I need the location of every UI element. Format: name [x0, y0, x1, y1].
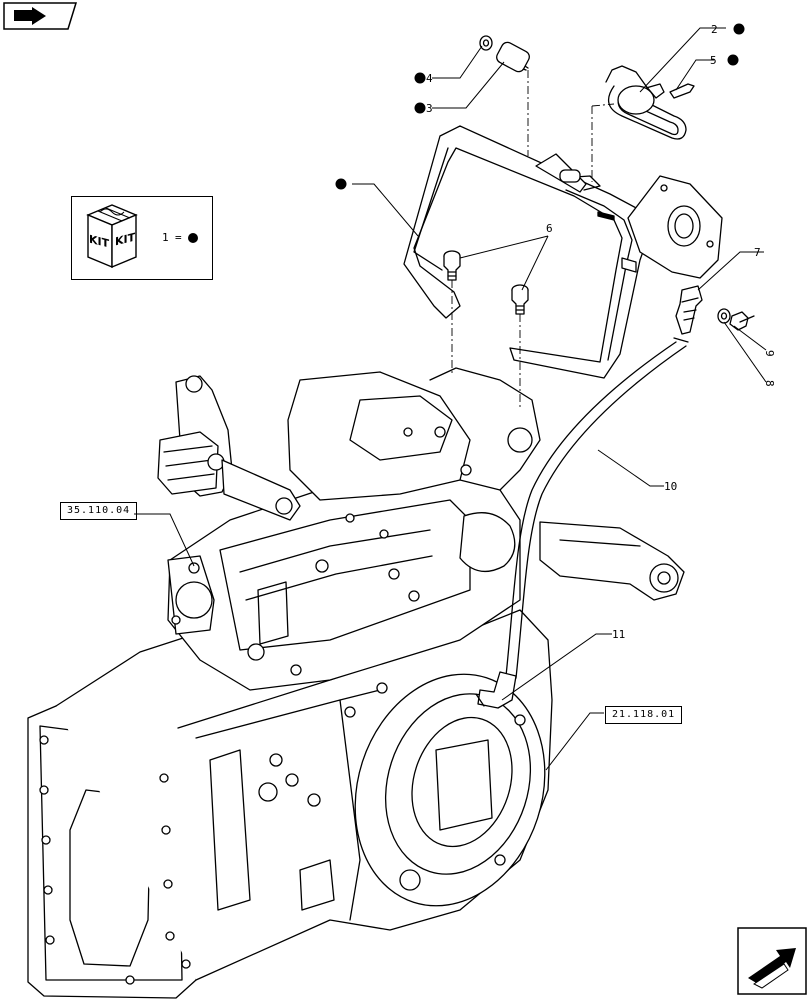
callout-10: 10: [664, 480, 677, 493]
kit-bullet-markers: [335, 23, 745, 190]
reference-35-110-04[interactable]: 35.110.04: [60, 502, 138, 520]
kit-bullet-icon: [188, 233, 198, 243]
alignment-lines: [451, 70, 615, 408]
callout-numbers: 4 3 2 5 6 7 9 8 10 11: [426, 23, 776, 641]
spring-part: [496, 41, 530, 73]
callout-8: 8: [763, 380, 776, 387]
hydraulic-lift-cover: [167, 367, 541, 691]
reference-21-118-01[interactable]: 21.118.01: [605, 706, 683, 724]
kit-legend: KIT KIT 1 =: [71, 196, 213, 280]
washer-part: [479, 35, 493, 51]
callout-11: 11: [612, 628, 625, 641]
callout-4: 4: [426, 72, 433, 85]
callout-6: 6: [546, 222, 553, 235]
retaining-clip: [605, 65, 687, 140]
support-bracket: [403, 125, 723, 379]
leader-lines: [134, 27, 767, 771]
kit-legend-equals: =: [175, 231, 182, 244]
sealing-washer: [717, 308, 731, 324]
kit-box-icon: [86, 204, 138, 269]
retaining-screw: [729, 311, 755, 331]
breather-fitting: [675, 285, 703, 335]
breather-hose: [505, 337, 689, 679]
bolt-lower: [511, 284, 529, 315]
left-lift-arm: [157, 375, 301, 521]
bolt-upper: [443, 250, 461, 281]
callout-5: 5: [710, 54, 717, 67]
callout-2: 2: [711, 23, 718, 36]
navigation-back-icon[interactable]: [2, 1, 78, 31]
transmission-housing: [27, 599, 553, 999]
callout-3: 3: [426, 102, 433, 115]
callout-7: 7: [754, 246, 761, 259]
right-lift-arm: [539, 521, 685, 601]
next-page-arrow-icon[interactable]: [736, 926, 808, 996]
pin-part: [669, 83, 695, 99]
callout-9: 9: [763, 350, 776, 357]
elbow-fitting: [475, 671, 517, 709]
kit-legend-number: 1: [162, 231, 169, 244]
